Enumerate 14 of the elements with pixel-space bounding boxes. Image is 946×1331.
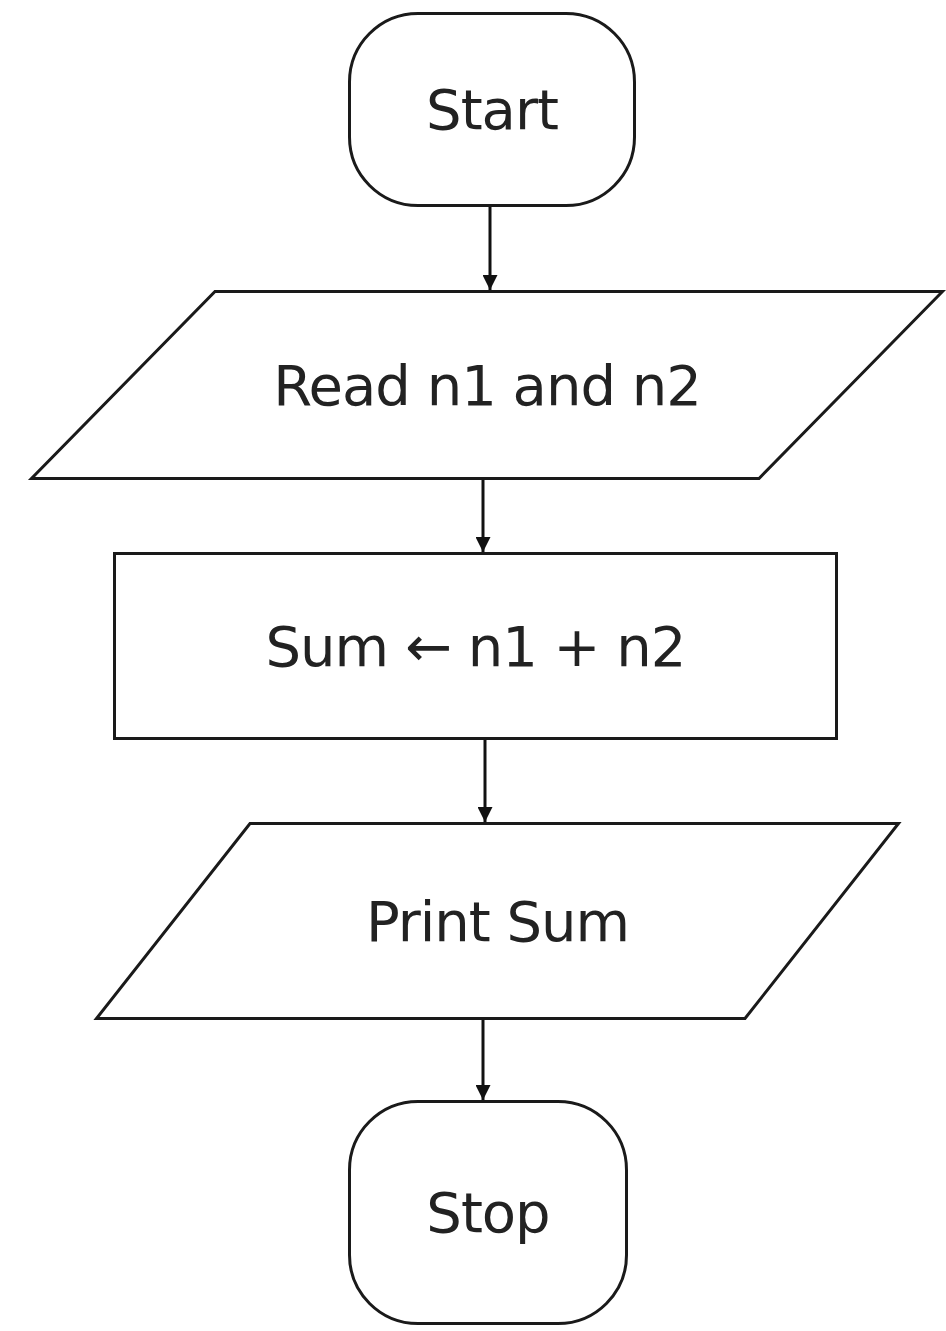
node-label: Start xyxy=(426,77,558,142)
arrow xyxy=(477,740,493,822)
input-output-parallelogram xyxy=(95,822,900,1020)
arrow xyxy=(482,207,498,290)
terminal-shape xyxy=(348,1100,628,1325)
process-box xyxy=(113,552,838,740)
arrow xyxy=(475,1020,491,1100)
input-output-parallelogram xyxy=(30,290,944,480)
node-label: Stop xyxy=(426,1180,550,1245)
node-label: Sum ← n1 + n2 xyxy=(265,613,686,679)
node-label: Print Sum xyxy=(365,888,630,954)
arrow xyxy=(475,480,491,552)
terminal-shape xyxy=(348,12,636,207)
node-label: Read n1 and n2 xyxy=(273,352,701,418)
